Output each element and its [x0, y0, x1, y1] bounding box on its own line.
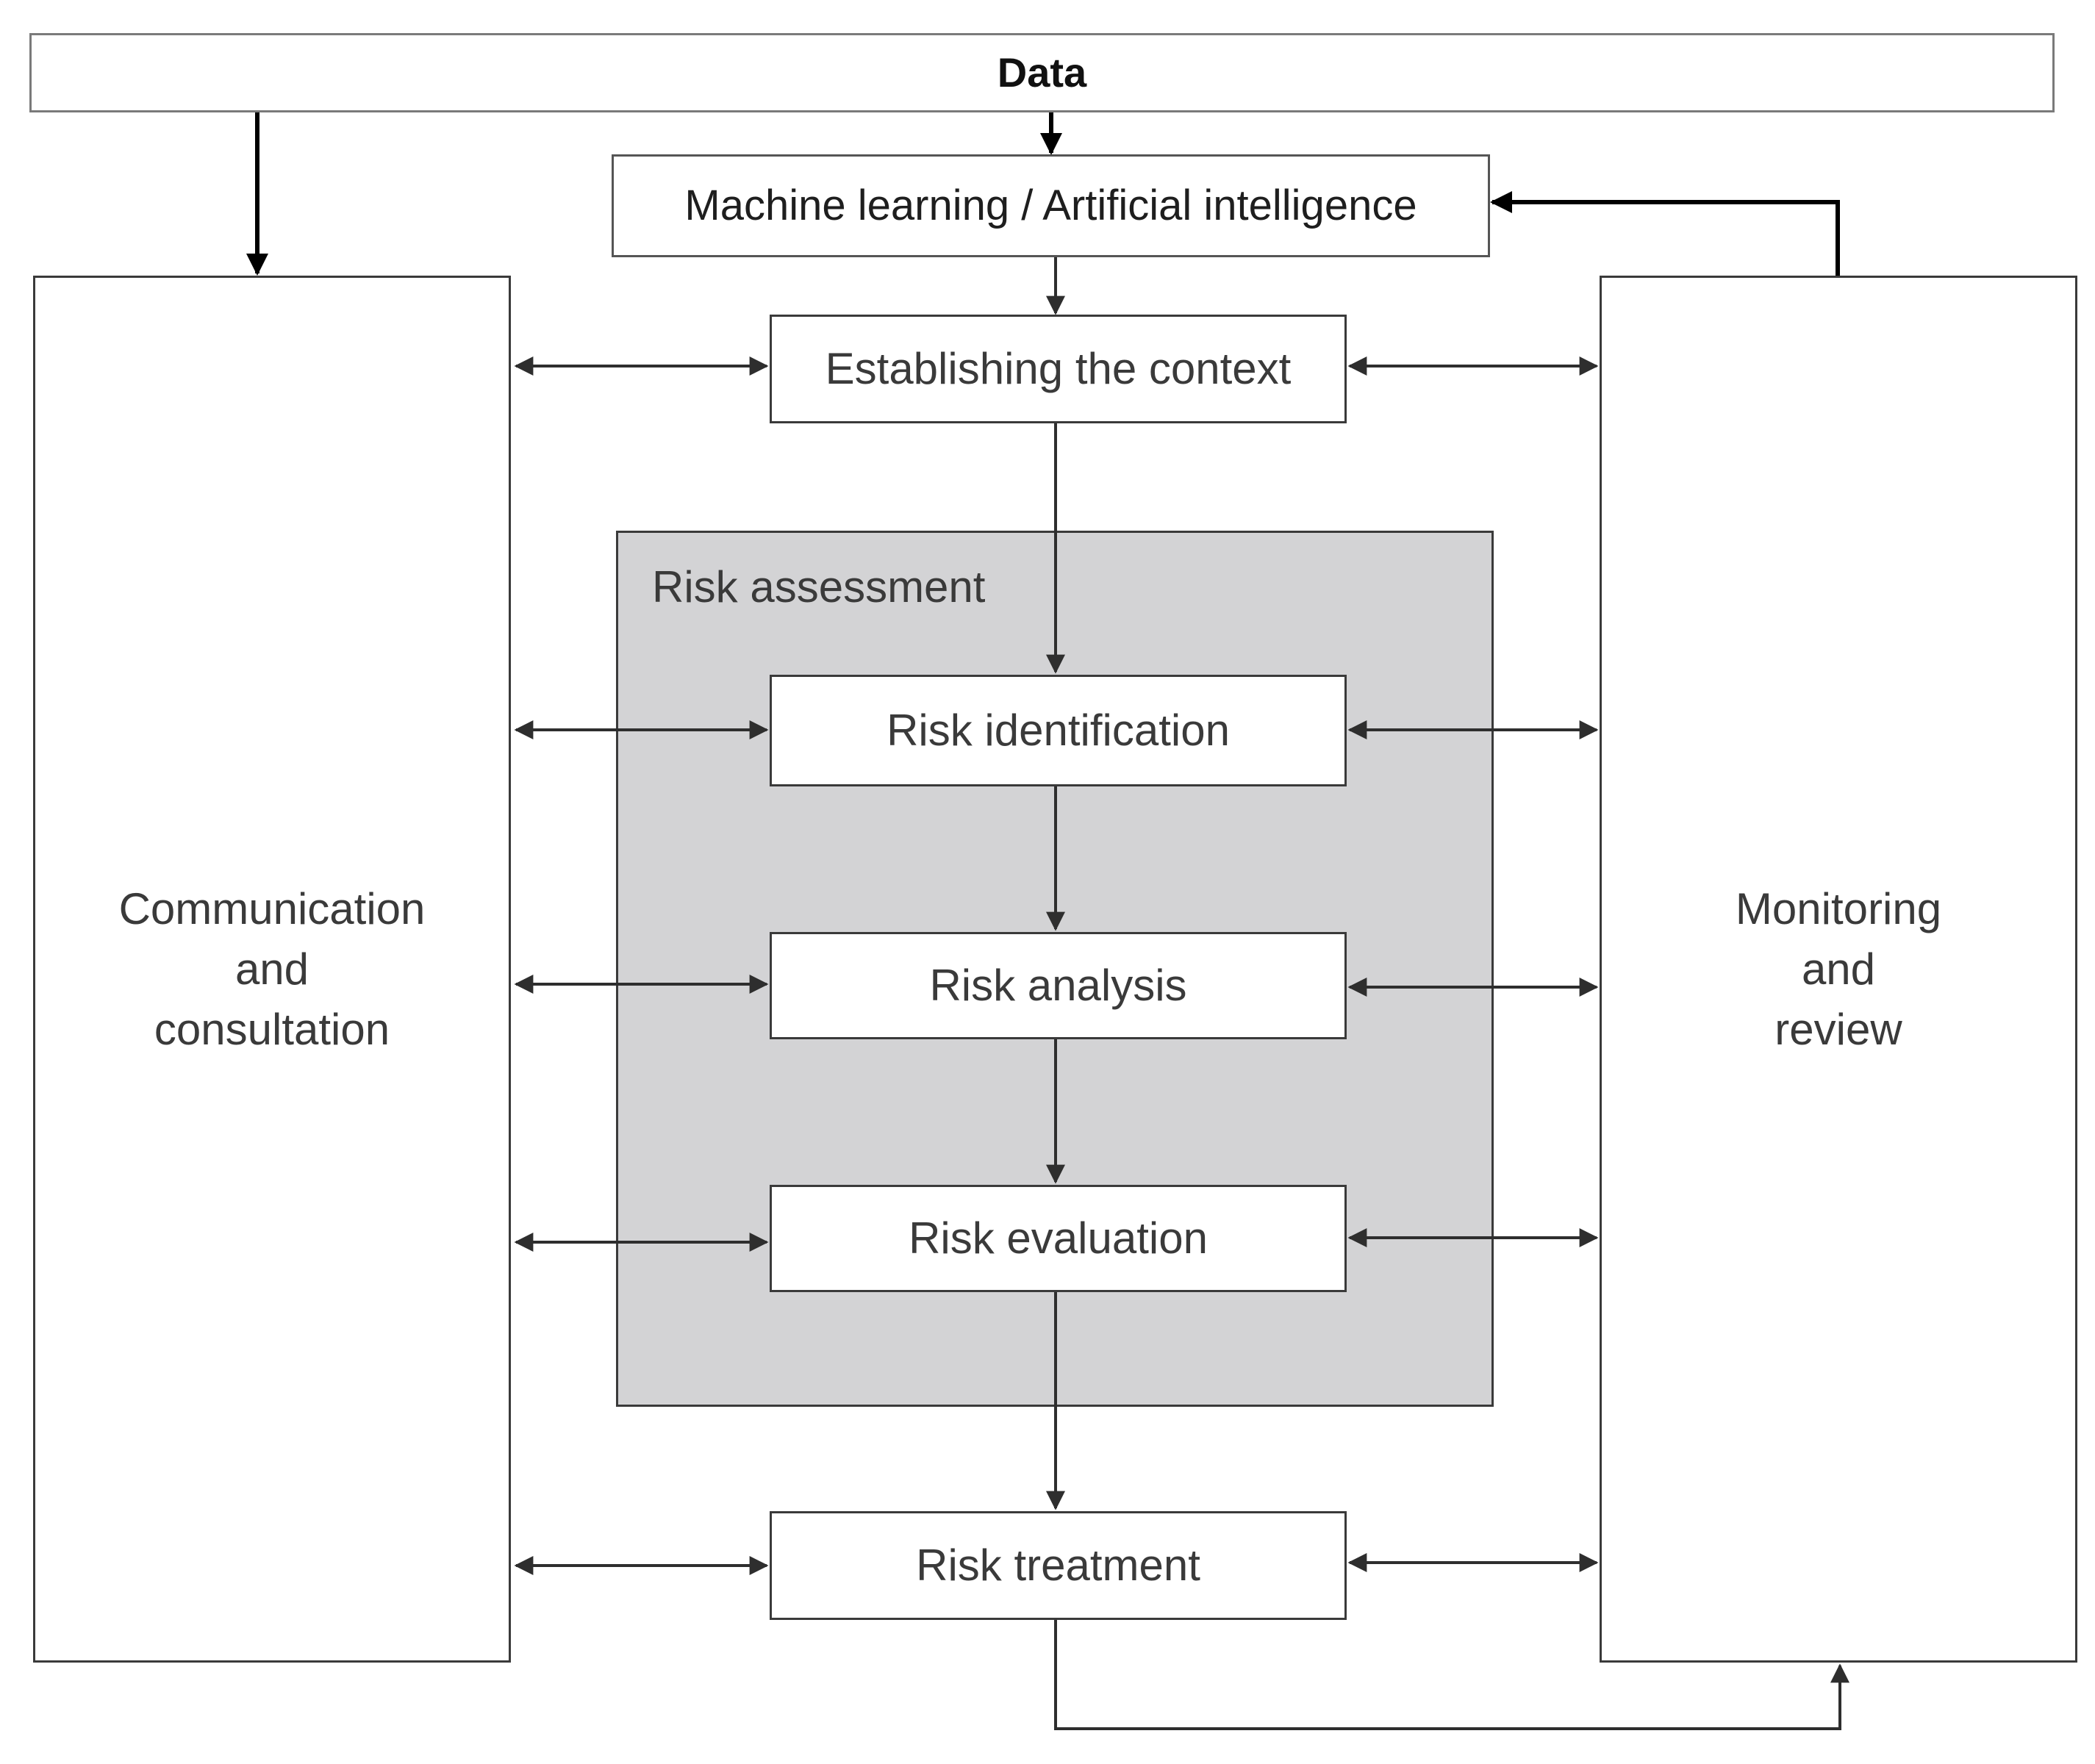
risk-treatment-box: Risk treatment	[770, 1511, 1347, 1620]
monitoring-to-ml-arrow	[1490, 191, 1840, 276]
communication-consultation-box: Communication and consultation	[33, 276, 511, 1663]
communication-line-1: Communication	[118, 883, 426, 933]
data-box: Data	[29, 33, 2055, 112]
risk-identification-box: Risk identification	[770, 675, 1347, 786]
monitoring-line-3: review	[1775, 1004, 1902, 1054]
communication-line-2: and	[234, 944, 309, 994]
communication-line-3: consultation	[154, 1004, 390, 1054]
risk-evaluation-label: Risk evaluation	[909, 1213, 1208, 1263]
risk-identification-label: Risk identification	[887, 706, 1230, 755]
risk-analysis-box: Risk analysis	[770, 932, 1347, 1039]
establishing-context-label: Establishing the context	[825, 344, 1292, 393]
monitoring-line-2: and	[1801, 944, 1876, 994]
machine-learning-box: Machine learning / Artificial intelligen…	[612, 154, 1490, 257]
risk-evaluation-box: Risk evaluation	[770, 1185, 1347, 1292]
communication-consultation-label: Communication and consultation	[119, 879, 426, 1060]
monitoring-review-label: Monitoring and review	[1736, 879, 1941, 1060]
risk-assessment-label: Risk assessment	[652, 562, 986, 612]
establishing-context-box: Establishing the context	[770, 315, 1347, 423]
risk-treatment-label: Risk treatment	[916, 1541, 1200, 1590]
monitoring-review-box: Monitoring and review	[1600, 276, 2077, 1663]
machine-learning-label: Machine learning / Artificial intelligen…	[684, 182, 1417, 230]
risk-analysis-label: Risk analysis	[929, 961, 1187, 1010]
data-label: Data	[997, 49, 1087, 96]
monitoring-line-1: Monitoring	[1735, 883, 1942, 933]
